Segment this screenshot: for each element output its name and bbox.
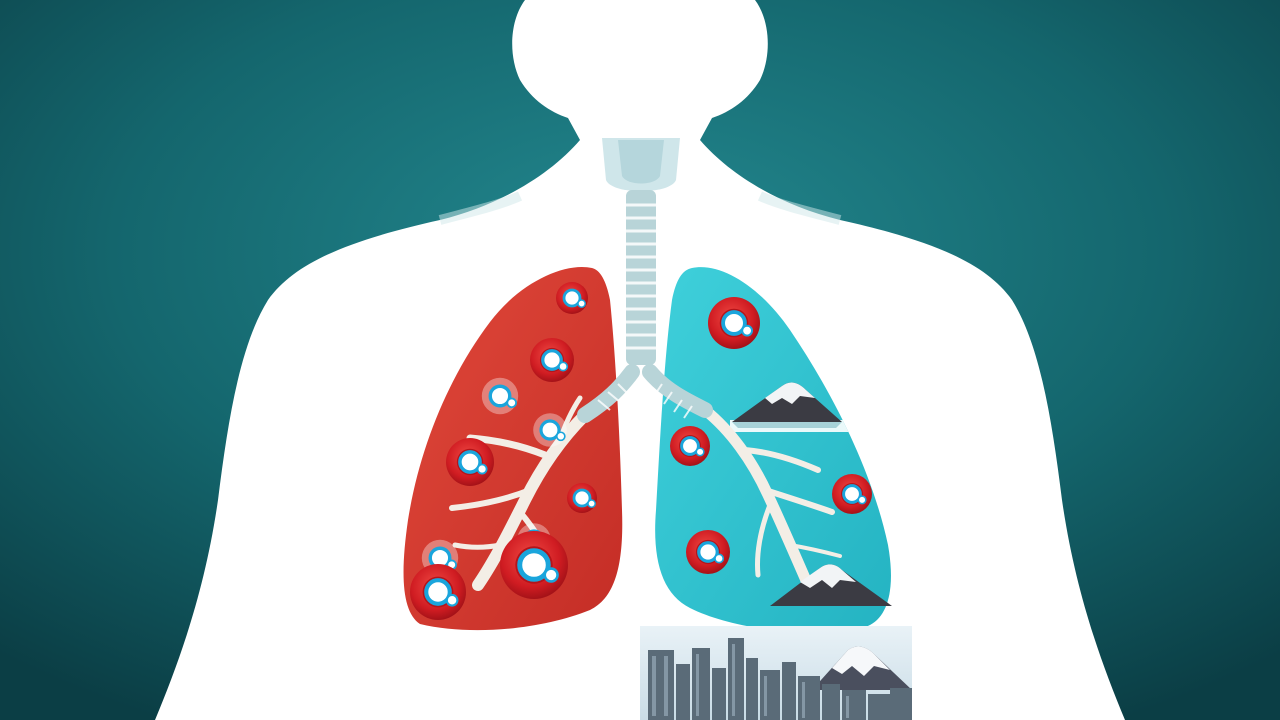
- bronchi-rings: [597, 383, 693, 419]
- o2-molecule-icon: [541, 349, 569, 372]
- o2-molecule-icon: [842, 484, 867, 505]
- right-bronchi: [699, 404, 842, 591]
- red-blood-cell-icon: [556, 282, 588, 314]
- larynx: [602, 138, 680, 192]
- red-blood-cell-icon: [832, 474, 872, 514]
- red-blood-cell-icon: [670, 426, 710, 466]
- red-blood-cell-icon: [686, 530, 730, 574]
- city-skyline-icon: [640, 626, 912, 720]
- red-blood-cell-icon: [481, 377, 519, 415]
- red-blood-cell-icon: [500, 531, 568, 599]
- red-blood-cell-icon: [530, 338, 574, 382]
- blood-cells: [410, 282, 872, 620]
- mountain-icon: [732, 382, 842, 428]
- o2-molecule-icon: [562, 288, 586, 308]
- o2-molecule-icon: [424, 578, 459, 607]
- o2-molecule-icon: [697, 541, 725, 564]
- o2-molecule-icon: [539, 419, 566, 442]
- o2-molecule-icon: [572, 488, 596, 508]
- o2-molecule-icon: [721, 310, 754, 337]
- red-blood-cell-icon: [567, 483, 597, 513]
- o2-molecule-icon: [517, 548, 559, 583]
- mountain-icon: [770, 564, 892, 606]
- red-blood-cell-icon: [708, 297, 760, 349]
- o2-molecule-icon: [488, 384, 517, 409]
- red-blood-cell-icon: [446, 438, 494, 486]
- red-blood-cell-icon: [410, 564, 466, 620]
- trachea: [626, 190, 656, 365]
- o2-molecule-icon: [680, 436, 705, 457]
- red-blood-cell-icon: [533, 413, 567, 447]
- o2-molecule-icon: [458, 450, 488, 475]
